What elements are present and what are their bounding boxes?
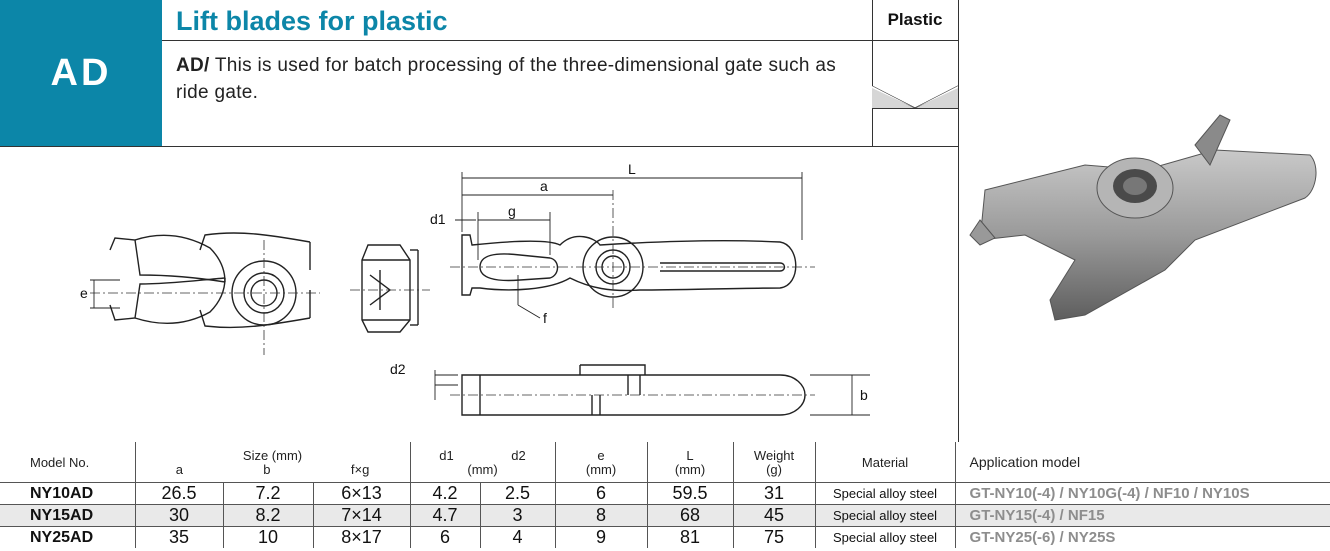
header-d1: d1 (439, 448, 454, 463)
spec-table: Model No. Size (mm) a b f×g d1 d2 (mm) e… (0, 442, 1330, 548)
header-bottom-border (0, 146, 958, 147)
material-tag: Plastic (887, 10, 943, 29)
table-row: NY10AD 26.5 7.2 6×13 4.2 2.5 6 59.5 31 S… (0, 482, 1330, 505)
header-weight: Weight (g) (732, 442, 816, 483)
header-size-label: Size (mm) (242, 448, 303, 463)
dim-label-g: g (508, 203, 516, 219)
dim-label-f: f (543, 310, 547, 326)
header-fxg: f×g (350, 462, 370, 477)
dim-label-a: a (540, 178, 548, 194)
header-size: Size (mm) a b f×g (134, 442, 411, 483)
photo-column-divider (958, 0, 959, 442)
description: AD/ This is used for batch processing of… (176, 52, 856, 106)
header-d2: d2 (511, 448, 526, 463)
dim-label-b: b (860, 387, 868, 403)
header-model: Model No. (30, 454, 90, 470)
table-row: NY25AD 35 10 8×17 6 4 9 81 75 Special al… (0, 526, 1330, 548)
header-application: Application model (954, 442, 1330, 483)
title-divider (162, 40, 958, 41)
header-d1-d2: d1 d2 (mm) (409, 442, 556, 483)
product-code: AD (50, 51, 112, 94)
header-d-unit: (mm) (467, 462, 498, 477)
header-b: b (263, 462, 271, 477)
tag-cell-divider (872, 108, 958, 109)
dim-label-e: e (80, 285, 88, 301)
tag-column-divider (872, 0, 873, 146)
header-a: a (175, 462, 183, 477)
description-text: This is used for batch processing of the… (176, 55, 837, 103)
product-code-box: AD (0, 0, 162, 146)
table-header-row: Model No. Size (mm) a b f×g d1 d2 (mm) e… (0, 442, 1330, 483)
technical-drawing: L a g d1 e f d2 b (80, 161, 870, 416)
header-e: e (mm) (554, 442, 648, 483)
header-L: L (mm) (646, 442, 734, 483)
page-title: Lift blades for plastic (176, 6, 448, 36)
header-material: Material (814, 442, 956, 483)
dim-label-d1: d1 (430, 211, 446, 227)
product-photo (969, 114, 1317, 321)
table-row: NY15AD 30 8.2 7×14 4.7 3 8 68 45 Special… (0, 504, 1330, 527)
description-prefix: AD/ (176, 55, 210, 76)
cutting-edge-icon (872, 85, 958, 108)
dim-label-L: L (628, 161, 636, 177)
dim-label-d2: d2 (390, 361, 406, 377)
